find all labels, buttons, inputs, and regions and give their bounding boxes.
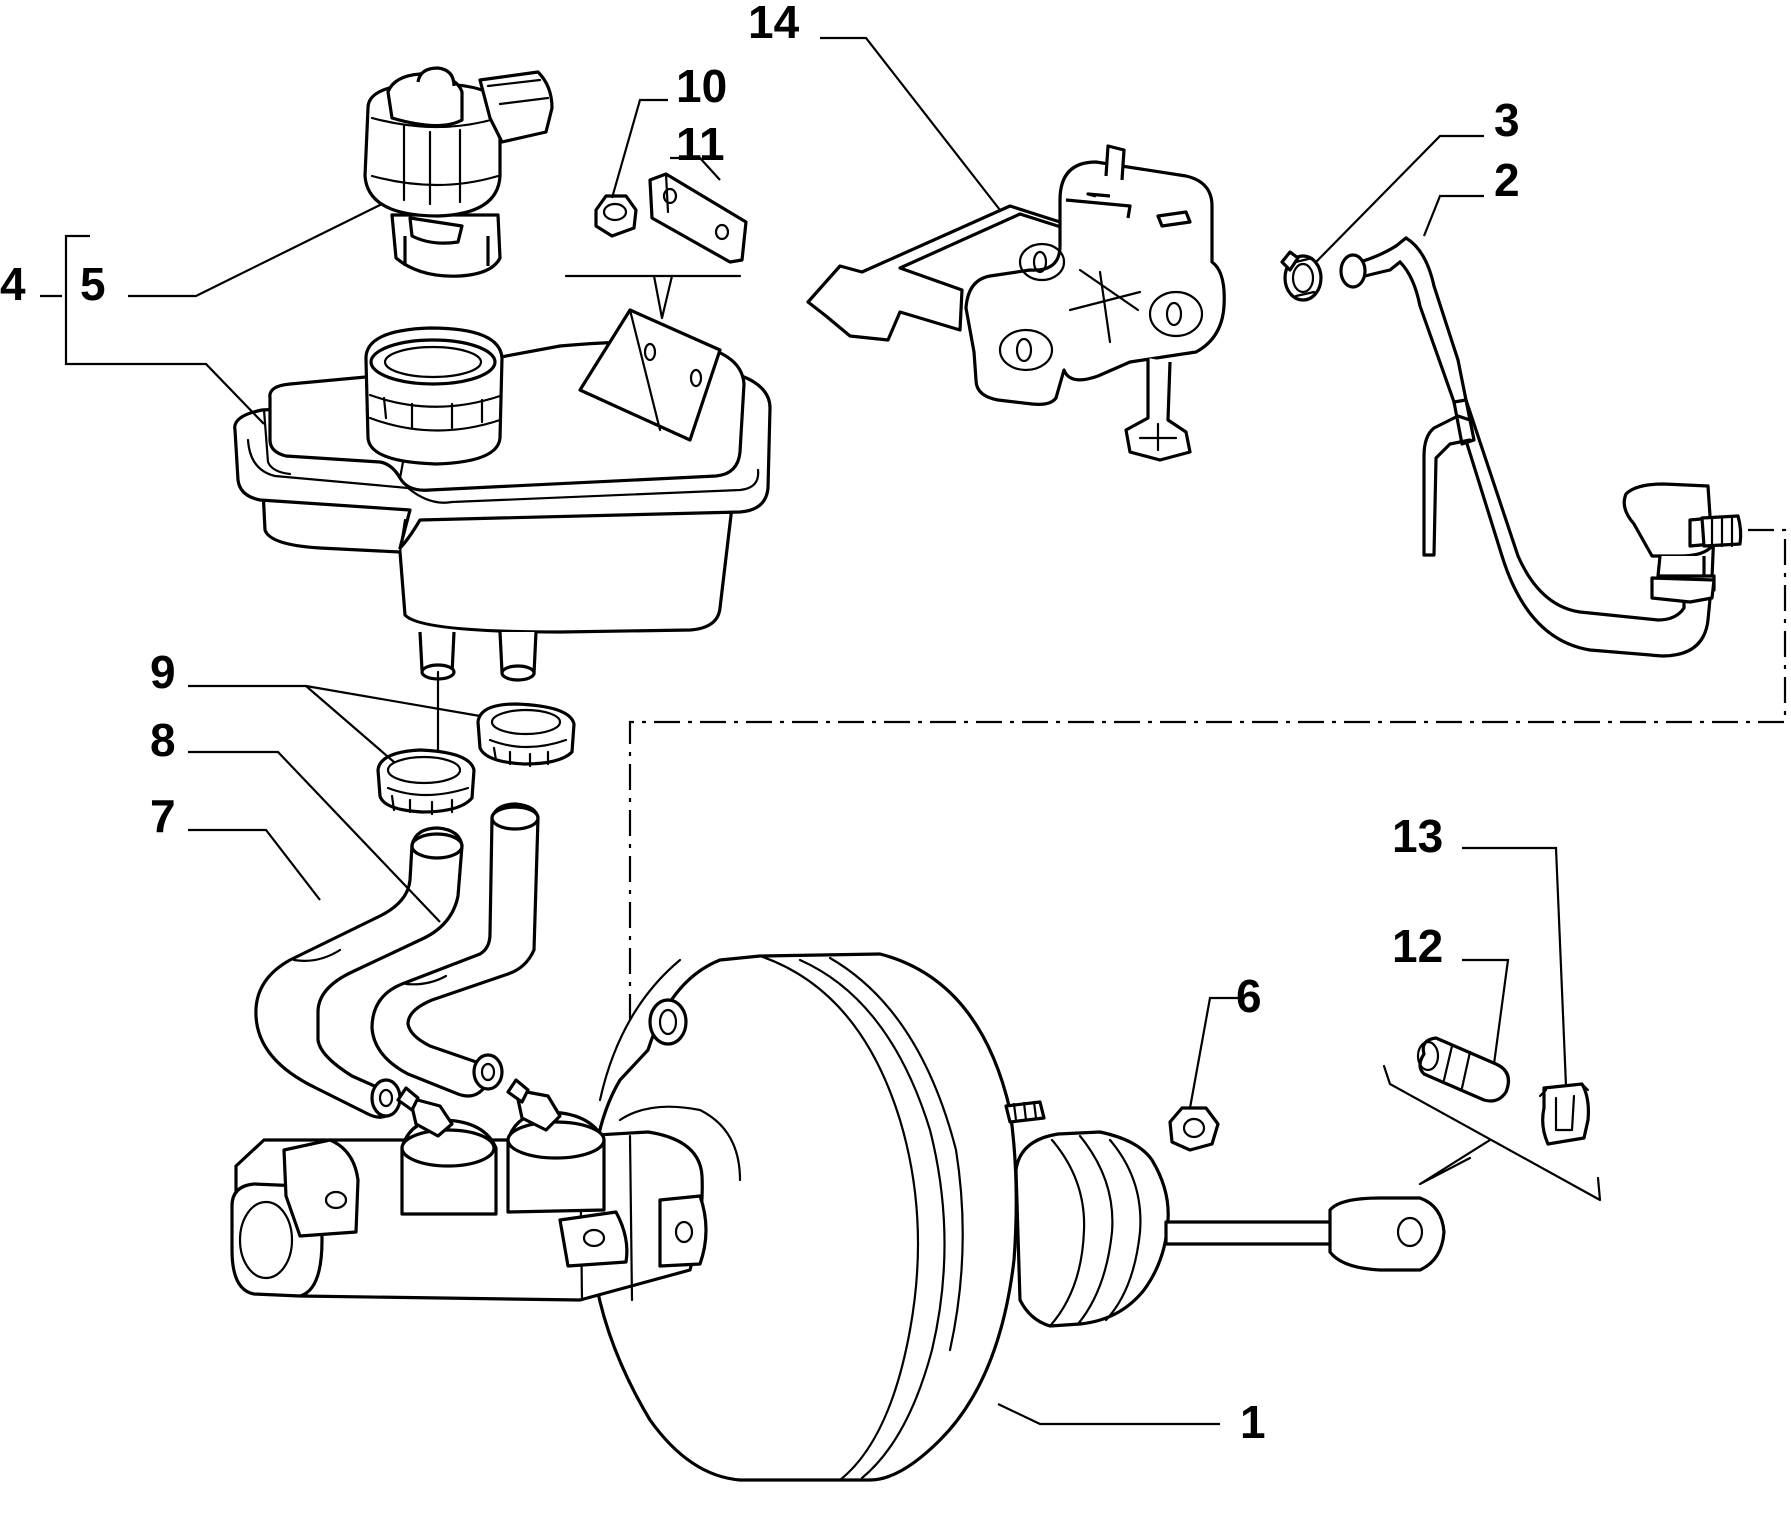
callout-13: 13 bbox=[1392, 810, 1443, 862]
callout-6: 6 bbox=[1236, 970, 1262, 1022]
fluid-hose bbox=[370, 802, 540, 1098]
leader-5 bbox=[128, 203, 383, 298]
leader-11 bbox=[670, 156, 721, 181]
master-cylinder bbox=[230, 1078, 708, 1302]
leader-6 bbox=[1188, 996, 1240, 1109]
leader-1 bbox=[997, 1403, 1220, 1426]
callout-9: 9 bbox=[150, 646, 176, 698]
callout-2: 2 bbox=[1494, 154, 1520, 206]
bracket-plate bbox=[648, 172, 748, 264]
booster-nut bbox=[1168, 1106, 1220, 1152]
callout-4: 4 bbox=[0, 258, 26, 310]
callout-12: 12 bbox=[1392, 920, 1443, 972]
connection-line bbox=[628, 528, 1787, 1020]
retaining-clip bbox=[1538, 1082, 1590, 1146]
support-bracket bbox=[806, 144, 1226, 462]
callout-1: 1 bbox=[1240, 1396, 1266, 1448]
callout-3: 3 bbox=[1494, 94, 1520, 146]
nut bbox=[594, 194, 638, 238]
callout-14: 14 bbox=[748, 0, 800, 48]
fluid-hose bbox=[254, 826, 464, 1119]
vacuum-hose bbox=[1339, 236, 1743, 658]
assembly-pointer bbox=[1418, 1138, 1492, 1186]
leader-9-a bbox=[188, 684, 395, 763]
callout-5: 5 bbox=[80, 258, 106, 310]
callout-7: 7 bbox=[150, 790, 176, 842]
leader-7 bbox=[188, 828, 321, 901]
leader-3 bbox=[1315, 134, 1484, 263]
grommet-seal bbox=[376, 748, 476, 816]
hose-clamp bbox=[1280, 250, 1323, 302]
brake-booster bbox=[588, 952, 1446, 1482]
clevis-pin bbox=[1416, 1036, 1510, 1103]
leader-12 bbox=[1462, 958, 1510, 1065]
leader-4-bracket bbox=[64, 234, 265, 425]
callout-11: 11 bbox=[676, 118, 725, 170]
callout-8: 8 bbox=[150, 714, 176, 766]
grommet-seal bbox=[476, 702, 576, 768]
leader-10 bbox=[610, 98, 668, 199]
leader-13 bbox=[1462, 846, 1568, 1087]
reservoir-cap-with-sensor bbox=[363, 66, 554, 278]
leader-9-b bbox=[305, 684, 481, 718]
assembly-pointer bbox=[652, 274, 674, 320]
leader-14 bbox=[820, 36, 1001, 211]
leader-8 bbox=[188, 750, 441, 923]
assembly-bracket-line bbox=[1382, 1064, 1602, 1202]
callout-10: 10 bbox=[676, 60, 727, 112]
leader-2 bbox=[1422, 194, 1484, 237]
fluid-reservoir bbox=[233, 308, 772, 682]
